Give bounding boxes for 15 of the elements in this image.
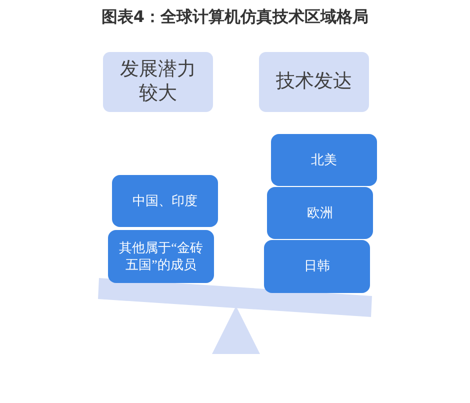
region-box bbox=[267, 187, 373, 239]
region-label: 欧洲 bbox=[307, 204, 333, 222]
header-label: 发展潜力较大 bbox=[119, 58, 197, 106]
region-box bbox=[271, 134, 377, 186]
header-label: 技术发达 bbox=[276, 70, 352, 94]
region-label: 其他属于“金砖五国”的成员 bbox=[118, 240, 204, 273]
region-box bbox=[108, 230, 214, 283]
region-label: 中国、印度 bbox=[132, 192, 198, 210]
group-header-box bbox=[259, 52, 369, 112]
region-box bbox=[264, 240, 370, 293]
region-box bbox=[112, 175, 218, 227]
group-header-box bbox=[103, 52, 213, 112]
region-label: 北美 bbox=[311, 152, 337, 168]
chart-title: 图表4：全球计算机仿真技术区域格局 bbox=[101, 6, 369, 28]
region-label: 日韩 bbox=[304, 258, 330, 275]
